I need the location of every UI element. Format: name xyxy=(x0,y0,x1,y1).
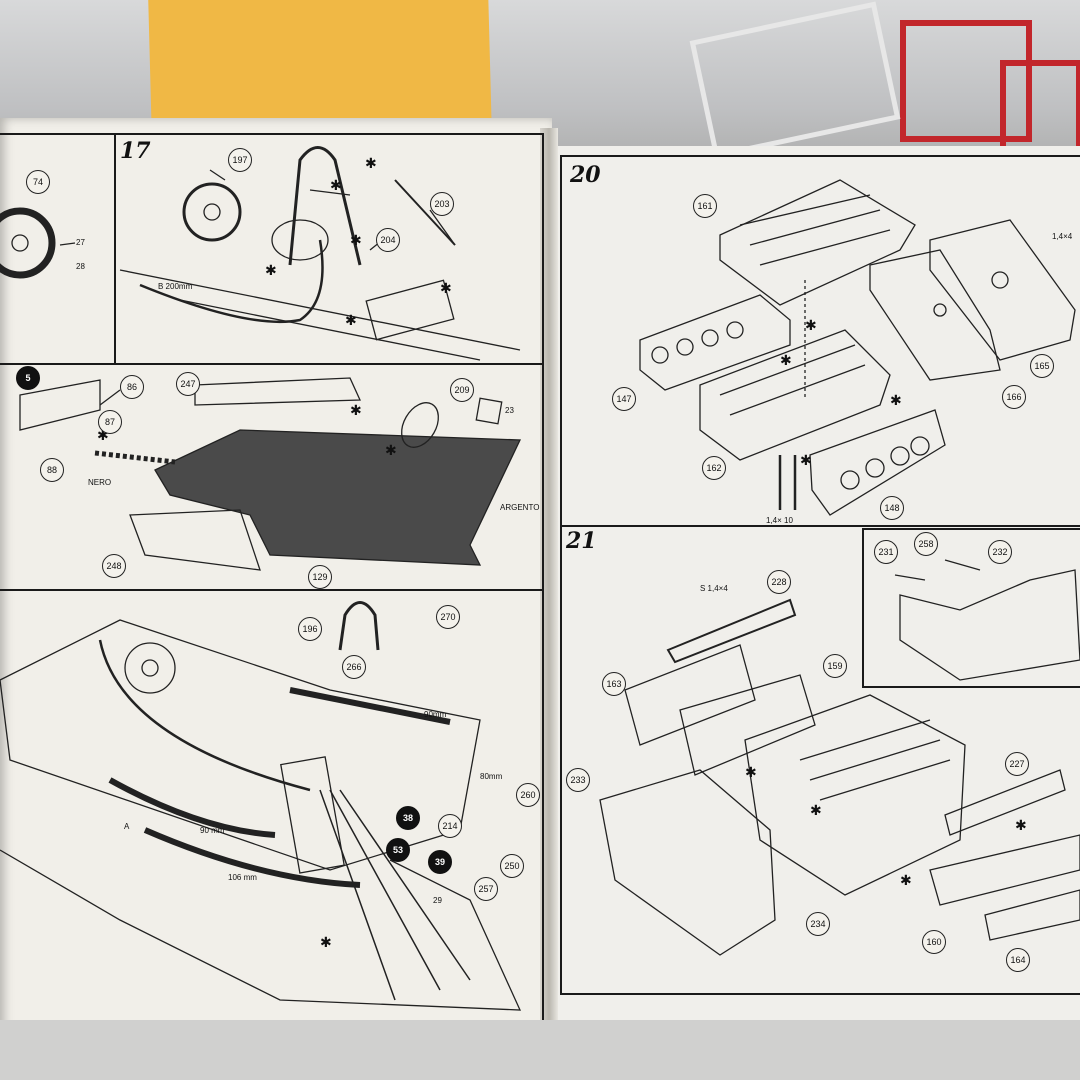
engine-block-drawing xyxy=(699,329,891,461)
part-callout: 197 xyxy=(228,148,252,172)
booklet-gutter xyxy=(540,128,558,1048)
part-callout: 86 xyxy=(120,375,144,399)
svg-text:✱: ✱ xyxy=(440,280,452,296)
cylinder-head-drawing xyxy=(719,179,916,306)
inset-detail-box xyxy=(862,528,1080,688)
length-label: 90mm xyxy=(424,710,447,719)
part-number: 27 xyxy=(76,238,85,247)
color-label: ARGENTO xyxy=(500,503,540,512)
svg-text:✱: ✱ xyxy=(320,934,332,950)
part-callout: 166 xyxy=(1002,385,1026,409)
steering-wheel-drawing xyxy=(182,182,242,242)
screw-spec-label: S 1,4×4 xyxy=(700,584,728,593)
svg-text:✱: ✱ xyxy=(385,442,397,458)
svg-text:✱: ✱ xyxy=(350,402,362,418)
engine-block-side-drawing xyxy=(639,294,791,391)
part-callout: 248 xyxy=(102,554,126,578)
chassis-tray-drawing xyxy=(154,429,522,566)
part-callout: 129 xyxy=(308,565,332,589)
panel-step-21 xyxy=(560,525,1080,995)
part-callout: 247 xyxy=(176,372,200,396)
svg-text:✱: ✱ xyxy=(1015,817,1027,833)
part-callout: 266 xyxy=(342,655,366,679)
intake-drawing xyxy=(809,409,946,516)
length-label: B 200mm xyxy=(158,282,193,291)
part-callout: 258 xyxy=(914,532,938,556)
floor-panel-drawing xyxy=(194,377,361,406)
part-callout: 160 xyxy=(922,930,946,954)
svg-text:✱: ✱ xyxy=(265,262,277,278)
part-callout: 5 xyxy=(16,366,40,390)
part-callout: 250 xyxy=(500,854,524,878)
svg-text:✱: ✱ xyxy=(800,452,812,468)
part-callout: 53 xyxy=(386,838,410,862)
part-number: 28 xyxy=(76,262,85,271)
part-callout: 161 xyxy=(693,194,717,218)
part-callout: 270 xyxy=(436,605,460,629)
length-label: 90 mm xyxy=(200,826,225,835)
part-callout: 148 xyxy=(880,496,904,520)
svg-text:✱: ✱ xyxy=(780,352,792,368)
part-callout: 164 xyxy=(1006,948,1030,972)
part-callout: 74 xyxy=(26,170,50,194)
step-number: 20 xyxy=(570,162,601,188)
svg-text:✱: ✱ xyxy=(810,802,822,818)
chassis-drawing xyxy=(0,619,481,871)
svg-text:✱: ✱ xyxy=(345,312,357,328)
step-number: 21 xyxy=(566,528,597,554)
part-callout: 165 xyxy=(1030,354,1054,378)
gasket-drawing xyxy=(624,644,756,746)
length-label: 80mm xyxy=(480,772,503,781)
part-callout: 214 xyxy=(438,814,462,838)
part-callout: 233 xyxy=(566,768,590,792)
part-callout: 260 xyxy=(516,783,540,807)
part-callout: 88 xyxy=(40,458,64,482)
part-callout: 228 xyxy=(767,570,791,594)
part-number: 29 xyxy=(433,896,442,905)
part-callout: 162 xyxy=(702,456,726,480)
svg-text:✱: ✱ xyxy=(365,155,377,171)
roll-bar-drawing xyxy=(288,146,362,266)
point-label: A xyxy=(124,822,130,831)
part-callout: 257 xyxy=(474,877,498,901)
part-callout: 227 xyxy=(1005,752,1029,776)
part-callout: 203 xyxy=(430,192,454,216)
part-callout: 231 xyxy=(874,540,898,564)
part-number: 23 xyxy=(505,406,514,415)
part-callout: 87 xyxy=(98,410,122,434)
svg-text:✱: ✱ xyxy=(350,232,362,248)
part-callout: 234 xyxy=(806,912,830,936)
screw-spec-label: 1,4×4 xyxy=(1052,232,1073,241)
svg-text:✱: ✱ xyxy=(900,872,912,888)
screw-spec-label: 1,4× 10 xyxy=(766,516,793,525)
svg-text:✱: ✱ xyxy=(805,317,817,333)
part-callout: 196 xyxy=(298,617,322,641)
steering-wheel-drawing xyxy=(0,207,56,279)
red-sprue xyxy=(900,20,1032,142)
length-label: 106 mm xyxy=(228,873,257,882)
part-callout: 159 xyxy=(823,654,847,678)
color-label: NERO xyxy=(88,478,112,487)
part-callout: 204 xyxy=(376,228,400,252)
part-callout: 147 xyxy=(612,387,636,411)
box-edge xyxy=(0,1020,1080,1080)
svg-text:✱: ✱ xyxy=(745,764,757,780)
svg-text:✱: ✱ xyxy=(97,427,109,443)
part-callout: 39 xyxy=(428,850,452,874)
step-number: 17 xyxy=(120,138,151,164)
part-callout: 163 xyxy=(602,672,626,696)
part-callout: 232 xyxy=(988,540,1012,564)
part-callout: 38 xyxy=(396,806,420,830)
svg-text:✱: ✱ xyxy=(330,177,342,193)
gearbox-drawing xyxy=(599,769,776,956)
part-callout: 209 xyxy=(450,378,474,402)
engine-assembly-drawing xyxy=(744,694,966,896)
gasket-drawing xyxy=(929,219,1076,361)
svg-text:✱: ✱ xyxy=(890,392,902,408)
